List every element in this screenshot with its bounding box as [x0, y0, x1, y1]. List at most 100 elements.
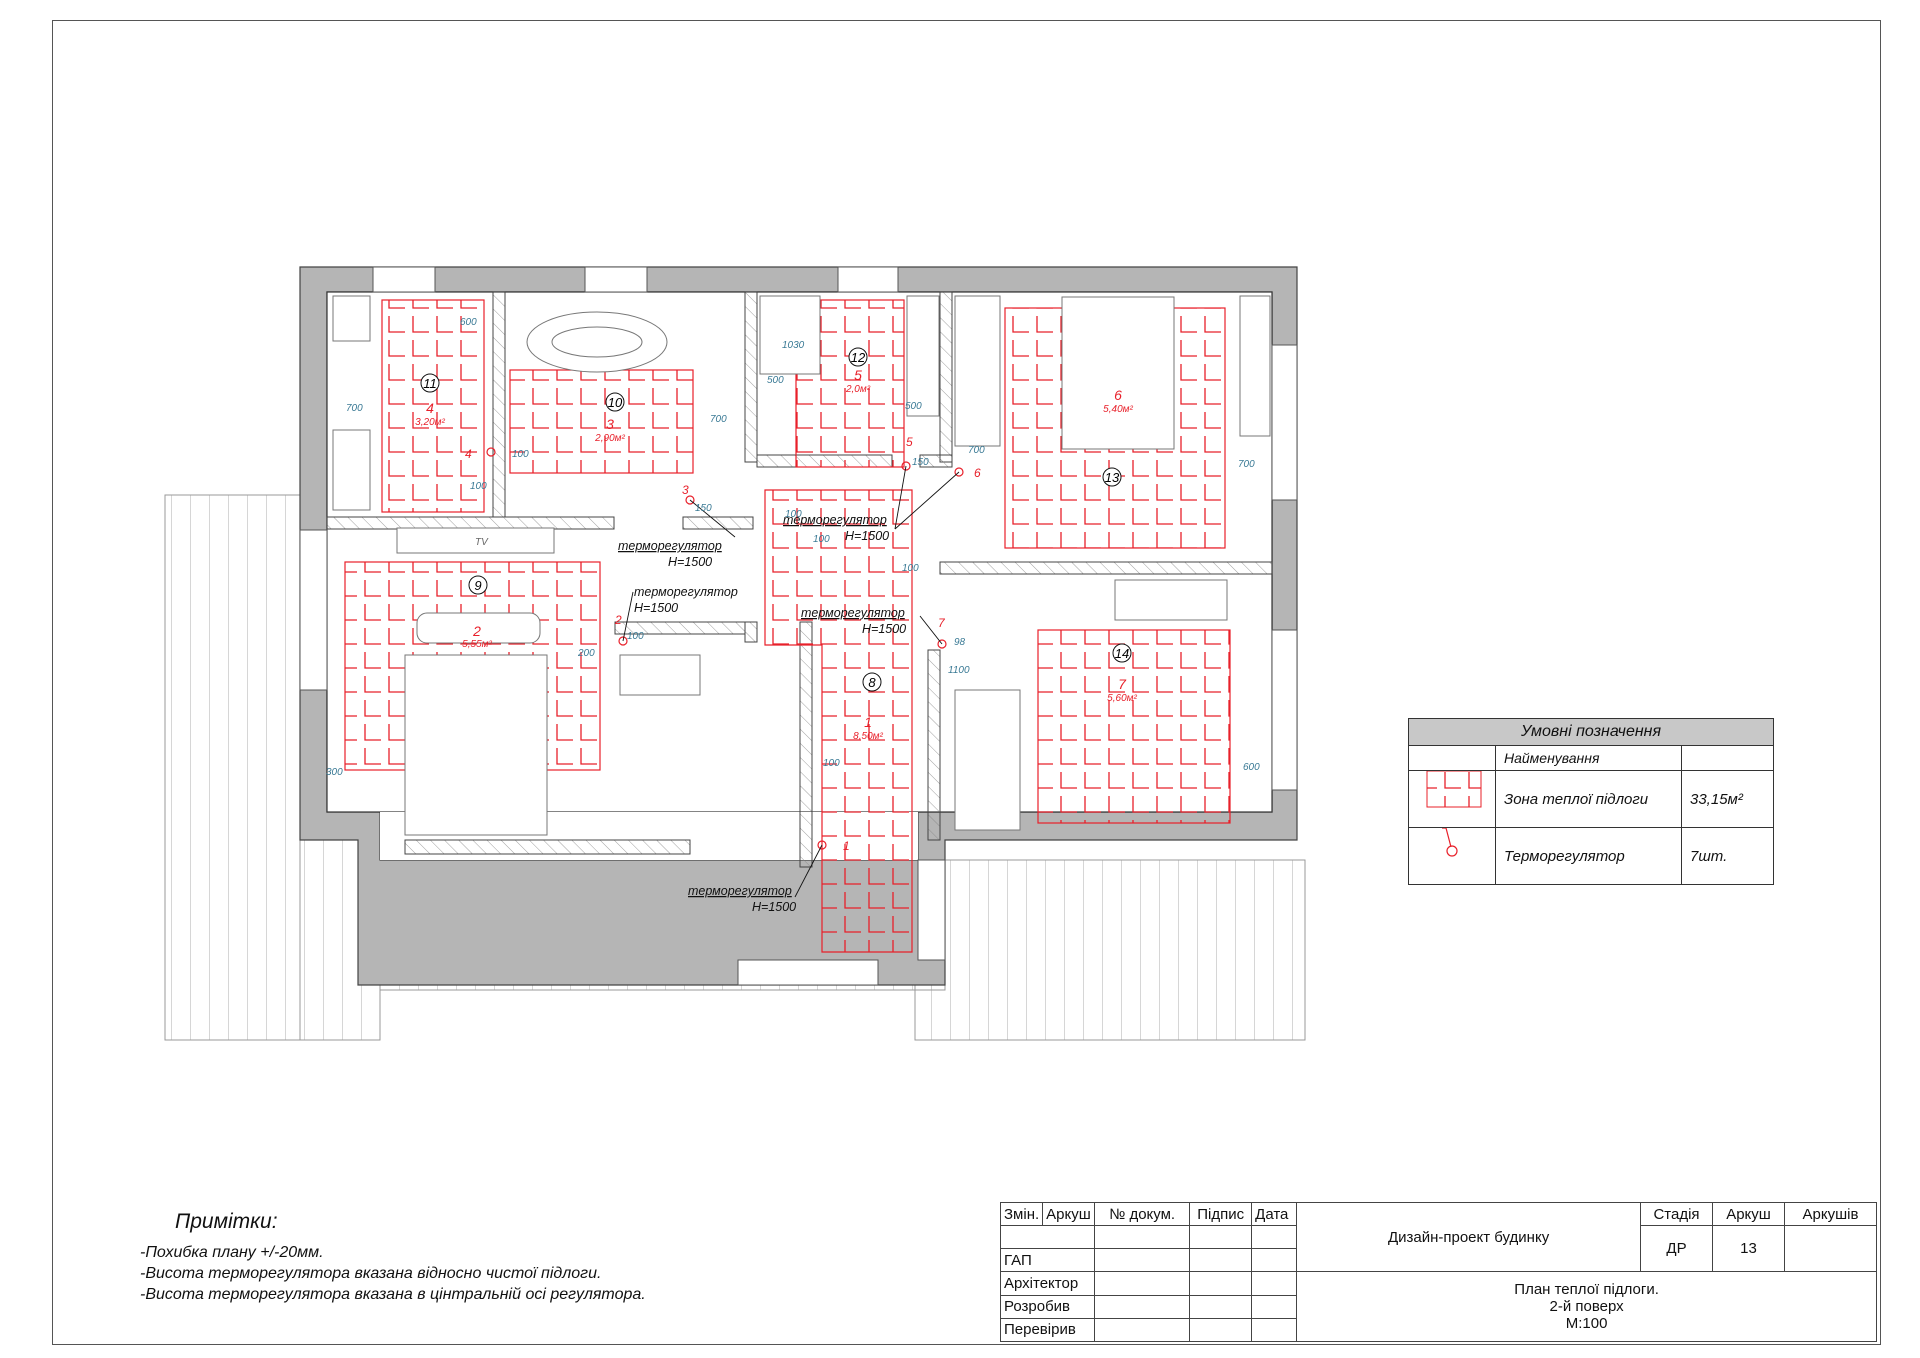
note-item: -Висота терморегулятора вказана відносно… [140, 1265, 602, 1282]
furniture [332, 295, 1271, 836]
svg-text:600: 600 [1243, 762, 1260, 773]
svg-text:6: 6 [1114, 387, 1122, 403]
room-8: 8 [862, 672, 882, 692]
svg-text:300: 300 [326, 767, 343, 778]
thermostat-icon [685, 495, 695, 505]
stamp-header: Дата [1251, 1201, 1298, 1227]
svg-text:терморегулятор: терморегулятор [801, 606, 905, 620]
thermostat-icon [937, 639, 947, 649]
legend-table: Умовні позначення Найменування Зона тепл… [1408, 718, 1774, 885]
svg-text:8,50м²: 8,50м² [853, 731, 883, 742]
wardrobe [619, 654, 701, 696]
heat-zone-1 [764, 489, 913, 953]
heat-zone-3 [509, 369, 694, 474]
svg-text:7: 7 [938, 616, 946, 630]
role-label: ГАП [999, 1248, 1096, 1273]
svg-text:5,40м²: 5,40м² [1103, 404, 1133, 415]
room-14: 14 [1112, 643, 1132, 663]
svg-text:10: 10 [608, 395, 623, 410]
stamp-header: Аркушів [1784, 1201, 1877, 1227]
svg-text:H=1500: H=1500 [634, 601, 678, 615]
thermostat-icon [901, 461, 911, 471]
svg-text:3: 3 [682, 483, 689, 497]
svg-text:100: 100 [813, 534, 830, 545]
stamp-header: Змін. [999, 1201, 1044, 1227]
svg-text:2,0м²: 2,0м² [845, 384, 871, 395]
title-block: Змін. Аркуш № докум. Підпис Дата Дизайн-… [999, 1201, 1877, 1343]
heat-zone-4 [381, 299, 485, 513]
role-label: Розробив [999, 1294, 1096, 1319]
sheet-frame [52, 20, 1881, 1345]
svg-text:100: 100 [785, 509, 802, 520]
svg-text:200: 200 [577, 648, 595, 659]
legend-value: 7шт. [1681, 827, 1774, 885]
svg-text:12: 12 [851, 350, 866, 365]
svg-text:13: 13 [1105, 470, 1120, 485]
svg-text:100: 100 [627, 631, 644, 642]
svg-text:1030: 1030 [782, 340, 805, 351]
svg-text:терморегулятор: терморегулятор [634, 585, 738, 599]
svg-text:H=1500: H=1500 [845, 529, 889, 543]
stage-value: ДР [1640, 1225, 1713, 1273]
svg-text:700: 700 [710, 414, 727, 425]
stamp-header: Аркуш [1712, 1201, 1785, 1227]
drawing-title: План теплої підлоги. 2-й поверх М:100 [1296, 1271, 1877, 1342]
svg-text:3,20м²: 3,20м² [415, 417, 445, 428]
svg-text:100: 100 [470, 481, 487, 492]
note-item: -Похибка плану +/-20мм. [140, 1244, 324, 1261]
sheets-value [1784, 1225, 1877, 1273]
svg-text:150: 150 [695, 503, 712, 514]
thermostats [486, 447, 964, 850]
room-12: 12 [848, 347, 868, 367]
svg-text:5: 5 [906, 435, 913, 449]
svg-text:500: 500 [905, 401, 922, 412]
svg-text:5,60м²: 5,60м² [1107, 693, 1137, 704]
interior-walls [326, 291, 1273, 868]
svg-text:98: 98 [954, 637, 966, 648]
note-item: -Висота терморегулятора вказана в цінтра… [140, 1286, 646, 1303]
svg-text:2: 2 [472, 623, 481, 639]
bed-room14 [954, 689, 1021, 831]
svg-text:100: 100 [823, 758, 840, 769]
room-numbers: 11 10 12 13 9 8 14 [420, 347, 1132, 692]
role-label: Архітектор [999, 1271, 1096, 1296]
leader-lines [622, 465, 960, 898]
thermostat-icon [486, 447, 496, 457]
room-11: 11 [420, 373, 440, 393]
legend-column-header: Найменування [1495, 745, 1682, 771]
tv-unit [396, 527, 555, 554]
zone-labels: 43,20м² 32,90м² 52,0м² 65,40м² 25,55м² 1… [415, 367, 1137, 742]
svg-text:1: 1 [864, 714, 872, 730]
svg-text:14: 14 [1115, 646, 1129, 661]
dimensions: 700 600 100 100 150 700 1030 500 500 150… [326, 317, 1260, 778]
legend-name: Зона теплої підлоги [1495, 770, 1682, 828]
svg-text:2,90м²: 2,90м² [594, 433, 625, 444]
svg-text:терморегулятор: терморегулятор [783, 513, 887, 527]
svg-text:4: 4 [465, 447, 472, 461]
svg-text:700: 700 [346, 403, 363, 414]
room-10: 10 [605, 392, 625, 412]
legend-name: Терморегулятор [1495, 827, 1682, 885]
svg-text:H=1500: H=1500 [862, 622, 906, 636]
svg-text:3: 3 [606, 416, 614, 432]
svg-text:терморегулятор: терморегулятор [618, 539, 722, 553]
svg-text:H=1500: H=1500 [752, 900, 796, 914]
svg-text:1: 1 [843, 839, 850, 853]
heat-zone-7 [1037, 629, 1231, 824]
svg-text:6: 6 [974, 466, 981, 480]
stamp-header: Стадія [1640, 1201, 1713, 1227]
notes: Примітки: -Похибка плану +/-20мм. -Висот… [140, 1210, 646, 1305]
svg-text:4: 4 [426, 400, 434, 416]
svg-text:100: 100 [512, 449, 529, 460]
thermostat-icon [817, 840, 827, 850]
thermostat-numbers: 1 2 3 4 5 6 7 [465, 435, 981, 853]
project-name: Дизайн-проект будинку [1296, 1201, 1641, 1273]
svg-text:700: 700 [968, 445, 985, 456]
room-13: 13 [1102, 467, 1122, 487]
room-9: 9 [468, 575, 488, 595]
svg-text:500: 500 [767, 375, 784, 386]
svg-text:TV: TV [475, 537, 489, 548]
stamp-header: Аркуш [1042, 1201, 1096, 1227]
svg-text:терморегулятор: терморегулятор [688, 884, 792, 898]
